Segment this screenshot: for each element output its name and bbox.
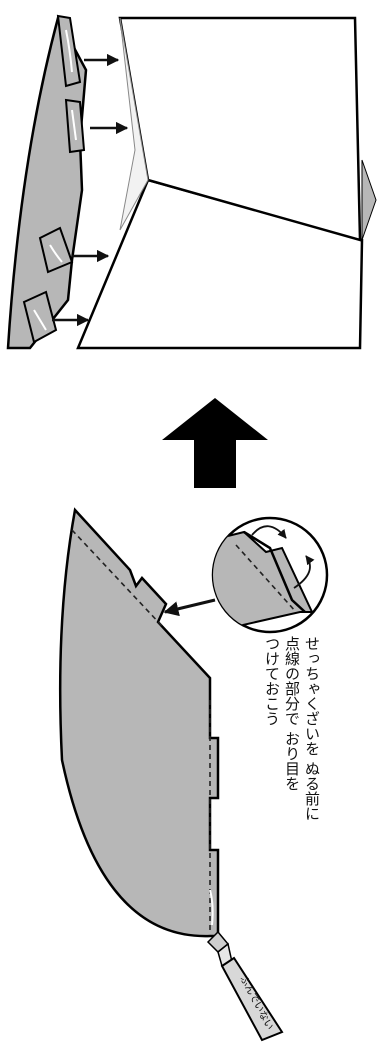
glue-tube-icon: ふんでいない [206, 930, 284, 1042]
instruction-line-2: 点線の部分で おり目を [283, 636, 301, 791]
fold-line [71, 529, 163, 627]
arrow-left-icon [163, 598, 216, 617]
zoom-detail [163, 516, 329, 634]
curved-arrow-icon [293, 555, 315, 589]
instruction-line-1: せっちゃくざいを ぬる前に [303, 636, 321, 821]
net-panel [58, 507, 220, 938]
panel-tab [22, 290, 58, 344]
arrow-up-icon [162, 398, 268, 488]
instruction-line-3: つけておこう [263, 636, 281, 726]
box-side-face [119, 17, 149, 231]
box-assembly [6, 14, 377, 350]
curved-arrow-icon [251, 525, 287, 539]
panel-tab [38, 226, 74, 274]
box-right-flap [361, 159, 377, 241]
